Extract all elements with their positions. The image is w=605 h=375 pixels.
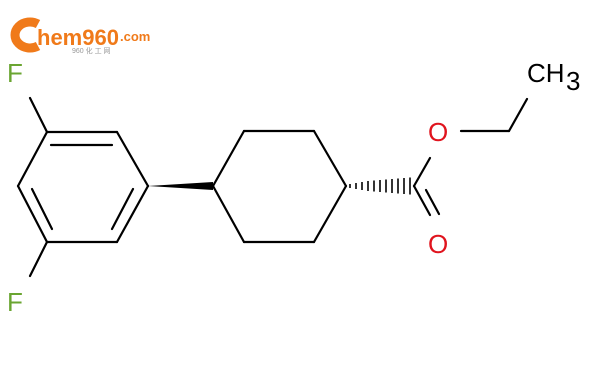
logo-domain-text: .com [120,29,150,44]
c-o-ester-bond [412,156,432,188]
difluorophenyl-ring [16,130,150,244]
fluorine-atom-label-bottom: F [7,287,23,317]
bond [211,184,246,244]
oxygen-atom-label-ester: O [428,117,448,147]
c-o-carbonyl-bond [412,184,432,217]
bond [16,130,49,188]
cyclohexane-ring [211,129,348,244]
bond [312,184,348,244]
c-f-bond-top [28,96,49,134]
site-logo[interactable]: hem960 .com 960 化 工 网 [10,17,150,55]
orange-c-logo-icon [10,17,41,53]
aromatic-inner-bond [110,187,135,231]
methyl-subscript: 3 [566,66,580,96]
bond [115,184,150,244]
bond [16,184,49,244]
logo-tagline-text: 960 化 工 网 [72,46,111,55]
aromatic-inner-bond [30,187,54,231]
c-f-bond-bottom [28,240,49,278]
wedge-bond [148,182,213,190]
methyl-group-label: CH [527,58,565,88]
bond [211,129,246,188]
logo-brand-text: hem960 [37,25,119,50]
hashed-wedge-bond [349,177,411,195]
fluorine-atom-label-top: F [7,58,23,88]
oxygen-atom-label-carbonyl: O [428,229,448,259]
ch2-ch3-bond [507,97,529,133]
bond [312,129,348,188]
c-o-carbonyl-double-bond [424,188,441,216]
bond [115,130,150,188]
